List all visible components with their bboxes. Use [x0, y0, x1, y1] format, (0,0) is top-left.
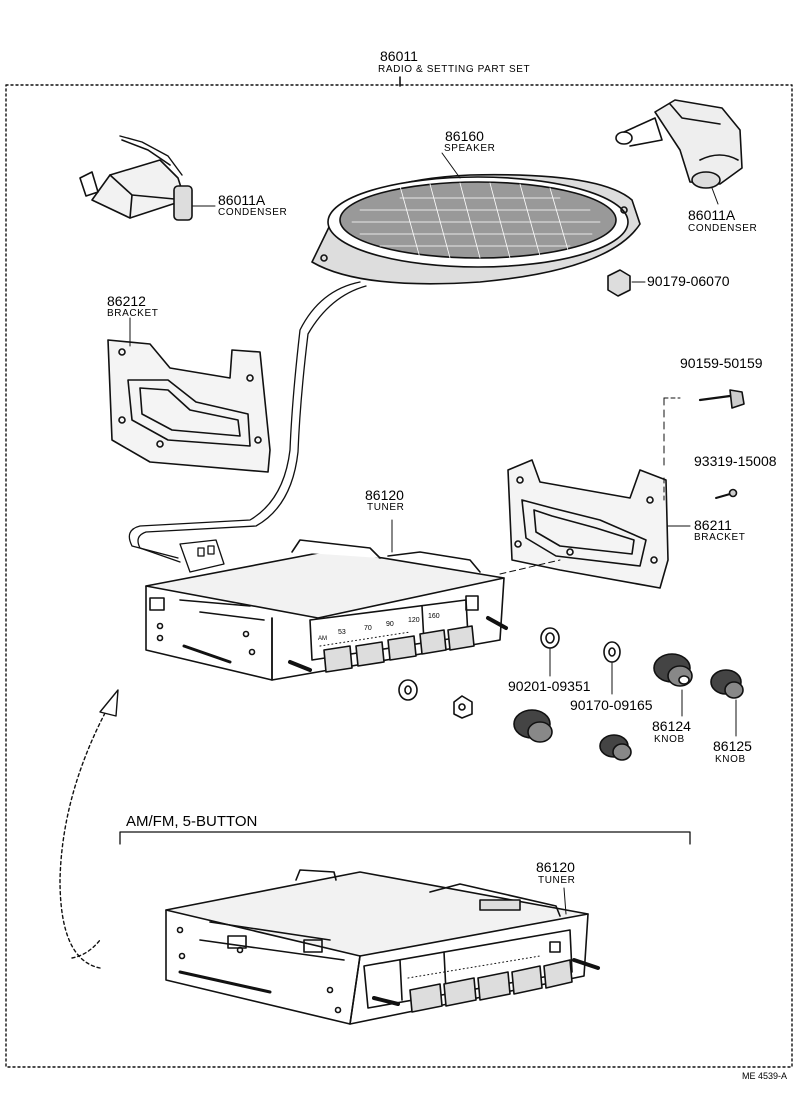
screw-number: 90159-50159 [680, 355, 763, 371]
condenser-right-number: 86011A [688, 207, 736, 223]
washer-drawing [540, 627, 560, 677]
knob-b-name: KNOB [715, 754, 746, 765]
tuner-bottom-drawing [165, 869, 600, 1025]
set-boundary [5, 84, 793, 1068]
bracket-right-number: 86211 [694, 517, 732, 533]
tuner-top-name: TUNER [367, 502, 405, 513]
svg-text:53: 53 [338, 629, 346, 636]
condenser-left-name: CONDENSER [218, 207, 288, 218]
variant-title: AM/FM, 5-BUTTON [126, 813, 258, 830]
bracket-left-drawing [107, 317, 271, 473]
bracket-left-number: 86212 [107, 293, 146, 309]
variant-arrow [59, 689, 119, 969]
speaker-number: 86160 [445, 128, 484, 144]
speaker-drawing [311, 152, 641, 285]
knob-nut-drawing [603, 641, 621, 695]
knob-b-drawing [599, 669, 744, 761]
svg-text:90: 90 [386, 621, 394, 628]
speaker-nut-drawing [607, 269, 646, 297]
knob-a-name: KNOB [654, 734, 685, 745]
speaker-nut-number: 90179-06070 [647, 273, 730, 289]
set-number: 86011 [380, 48, 418, 64]
tuner-top-drawing: 53 70 90 120 160 AM [145, 519, 508, 681]
tuner-top-number: 86120 [365, 487, 404, 503]
bolt-number: 93319-15008 [694, 453, 777, 469]
condenser-right-drawing [615, 99, 743, 205]
bracket-right-name: BRACKET [694, 532, 746, 543]
knob-a-drawing [513, 653, 693, 743]
screw-drawing [663, 389, 745, 471]
variant-section-line [119, 831, 691, 845]
extra-hardware-drawing [398, 679, 473, 719]
document-code: ME 4539-A [742, 1071, 788, 1081]
bracket-left-name: BRACKET [107, 308, 159, 319]
tuner-bottom-number: 86120 [536, 859, 575, 875]
set-name: RADIO & SETTING PART SET [378, 64, 531, 75]
knob-b-number: 86125 [713, 738, 752, 754]
knob-a-number: 86124 [652, 718, 691, 734]
condenser-left-number: 86011A [218, 192, 266, 208]
washer-number: 90201-09351 [508, 678, 591, 694]
svg-text:70: 70 [364, 625, 372, 632]
knob-nut-number: 90170-09165 [570, 697, 653, 713]
speaker-wire-drawing [128, 281, 367, 573]
speaker-name: SPEAKER [444, 143, 496, 154]
svg-text:120: 120 [408, 617, 420, 624]
bolt-drawing [663, 477, 738, 501]
svg-text:AM: AM [318, 636, 327, 642]
bracket-right-drawing [499, 459, 691, 589]
tuner-bottom-name: TUNER [538, 875, 576, 886]
condenser-left-drawing [79, 135, 216, 221]
condenser-right-name: CONDENSER [688, 223, 758, 234]
svg-text:160: 160 [428, 613, 440, 620]
